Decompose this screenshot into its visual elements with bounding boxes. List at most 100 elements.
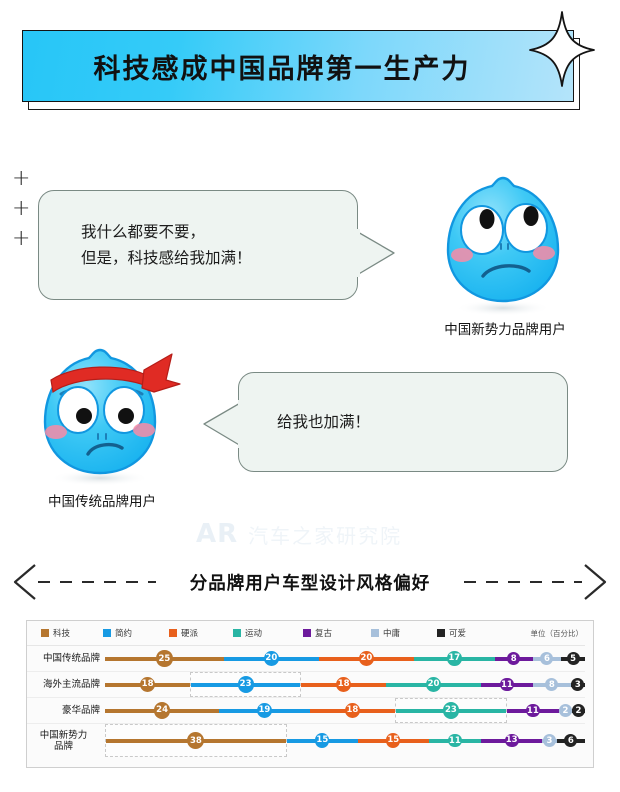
watermark-text: 汽车之家研究院 (248, 523, 403, 548)
chart-segment-中庸[interactable]: 8 (532, 672, 571, 697)
divider-dash-right (464, 581, 582, 583)
chart-segment-运动[interactable]: 23 (395, 698, 507, 723)
blob-character-headband-icon (43, 348, 181, 486)
title-banner: 科技感成中国品牌第一生产力 (22, 11, 595, 110)
speech-bubble-traditional: 给我也加满！ (238, 372, 568, 472)
legend-label: 硬派 (181, 629, 199, 639)
mascot-traditional: 中国传统品牌用户 (20, 338, 185, 510)
legend-item-复古[interactable]: 复古 (303, 627, 332, 639)
speech-bubble-text: 给我也加满！ (277, 413, 371, 431)
section-divider: 分品牌用户车型设计风格偏好 (0, 562, 620, 602)
legend-label: 简约 (115, 629, 133, 639)
segment-value-badge: 6 (564, 734, 578, 747)
legend-item-可爱[interactable]: 可爱 (437, 627, 466, 639)
segment-value-badge: 5 (566, 652, 580, 665)
chart-row-label: 中国新势力品牌 (39, 729, 88, 752)
chart-segment-可爱[interactable]: 2 (572, 698, 586, 723)
legend-item-科技[interactable]: 科技 (41, 627, 70, 639)
chart-segment-复古[interactable]: 11 (506, 698, 560, 723)
chart-segment-科技[interactable]: 25 (105, 646, 224, 671)
chart-segment-运动[interactable]: 17 (413, 646, 495, 671)
legend-label: 中庸 (383, 629, 401, 639)
segment-value-badge: 38 (187, 732, 205, 749)
legend-item-中庸[interactable]: 中庸 (371, 627, 400, 639)
chart-segment-简约[interactable]: 15 (286, 724, 358, 757)
chart-segment-简约[interactable]: 19 (219, 698, 310, 723)
chart-segment-中庸[interactable]: 3 (542, 724, 557, 757)
chart-segment-中庸[interactable]: 2 (559, 698, 573, 723)
chart-segment-简约[interactable]: 20 (223, 646, 319, 671)
segment-value-badge: 3 (571, 678, 585, 691)
segment-value-badge: 24 (153, 702, 171, 719)
chart-segment-硬派[interactable]: 18 (309, 698, 396, 723)
segment-value-badge: 17 (446, 651, 462, 666)
mascot-new-forces: 中国新势力品牌用户 (430, 168, 580, 338)
chart-row-label: 中国传统品牌 (42, 653, 100, 664)
chart-segment-中庸[interactable]: 6 (532, 646, 562, 671)
segment-value-badge: 20 (358, 650, 375, 667)
speech-bubble-text: 我什么都要不要， 但是，科技感给我加满！ (81, 223, 252, 267)
legend-swatch (233, 629, 241, 637)
legend-swatch (41, 629, 49, 637)
segment-value-badge: 11 (526, 703, 540, 718)
chart-segment-硬派[interactable]: 18 (301, 672, 387, 697)
chart-segment-复古[interactable]: 8 (494, 646, 533, 671)
chart-segment-科技[interactable]: 18 (105, 672, 191, 697)
triangle-right-icon (584, 564, 607, 600)
segment-value-badge: 11 (448, 733, 462, 748)
legend-item-硬派[interactable]: 硬派 (169, 627, 198, 639)
watermark-logo: AR (196, 519, 239, 549)
segment-value-badge: 2 (559, 704, 573, 717)
plus-icon: + (12, 166, 31, 191)
legend-label: 科技 (53, 629, 71, 639)
chart-segment-可爱[interactable]: 5 (561, 646, 585, 671)
chart-legend: 科技 简约 硬派 运动 复古 中庸 可爱 单位（百分比） (27, 621, 593, 645)
bubble-tail-right-icon (356, 229, 395, 277)
divider-dash-left (38, 581, 156, 583)
blob-character-icon (446, 176, 560, 316)
chart-segment-简约[interactable]: 23 (190, 672, 302, 697)
section-title: 分品牌用户车型设计风格偏好 (189, 573, 431, 594)
chart-segment-复古[interactable]: 13 (480, 724, 543, 757)
legend-swatch (437, 629, 445, 637)
mascot-label: 中国新势力品牌用户 (444, 322, 566, 338)
chart-segment-可爱[interactable]: 3 (570, 672, 585, 697)
chart-segment-运动[interactable]: 11 (428, 724, 481, 757)
chart-segment-复古[interactable]: 11 (480, 672, 533, 697)
legend-label: 运动 (245, 629, 263, 639)
segment-value-badge: 19 (256, 702, 272, 719)
chart-segment-硬派[interactable]: 15 (357, 724, 429, 757)
chart-segment-科技[interactable]: 38 (105, 724, 287, 757)
segment-value-badge: 23 (442, 702, 459, 719)
plus-icon: + (12, 196, 31, 221)
segment-value-badge: 20 (263, 650, 280, 667)
mascot-label: 中国传统品牌用户 (48, 494, 156, 510)
chart-segment-科技[interactable]: 24 (105, 698, 220, 723)
chart-segment-硬派[interactable]: 20 (318, 646, 414, 671)
legend-label: 复古 (315, 629, 333, 639)
sparkle-star-icon (529, 11, 595, 87)
bubble-tail-left-icon (203, 400, 242, 448)
legend-label: 可爱 (449, 629, 467, 639)
legend-item-简约[interactable]: 简约 (103, 627, 132, 639)
segment-value-badge: 15 (315, 733, 330, 748)
triangle-left-icon (13, 564, 36, 600)
chart-segment-运动[interactable]: 20 (386, 672, 481, 697)
chart-segment-可爱[interactable]: 6 (556, 724, 585, 757)
chart-unit-label: 单位（百分比） (530, 628, 584, 638)
speech-bubble-new-forces: 我什么都要不要， 但是，科技感给我加满！ (38, 190, 358, 300)
segment-value-badge: 2 (572, 704, 586, 717)
watermark: AR 汽车之家研究院 (196, 516, 436, 552)
legend-item-运动[interactable]: 运动 (233, 627, 262, 639)
page-title: 科技感成中国品牌第一生产力 (93, 53, 471, 85)
